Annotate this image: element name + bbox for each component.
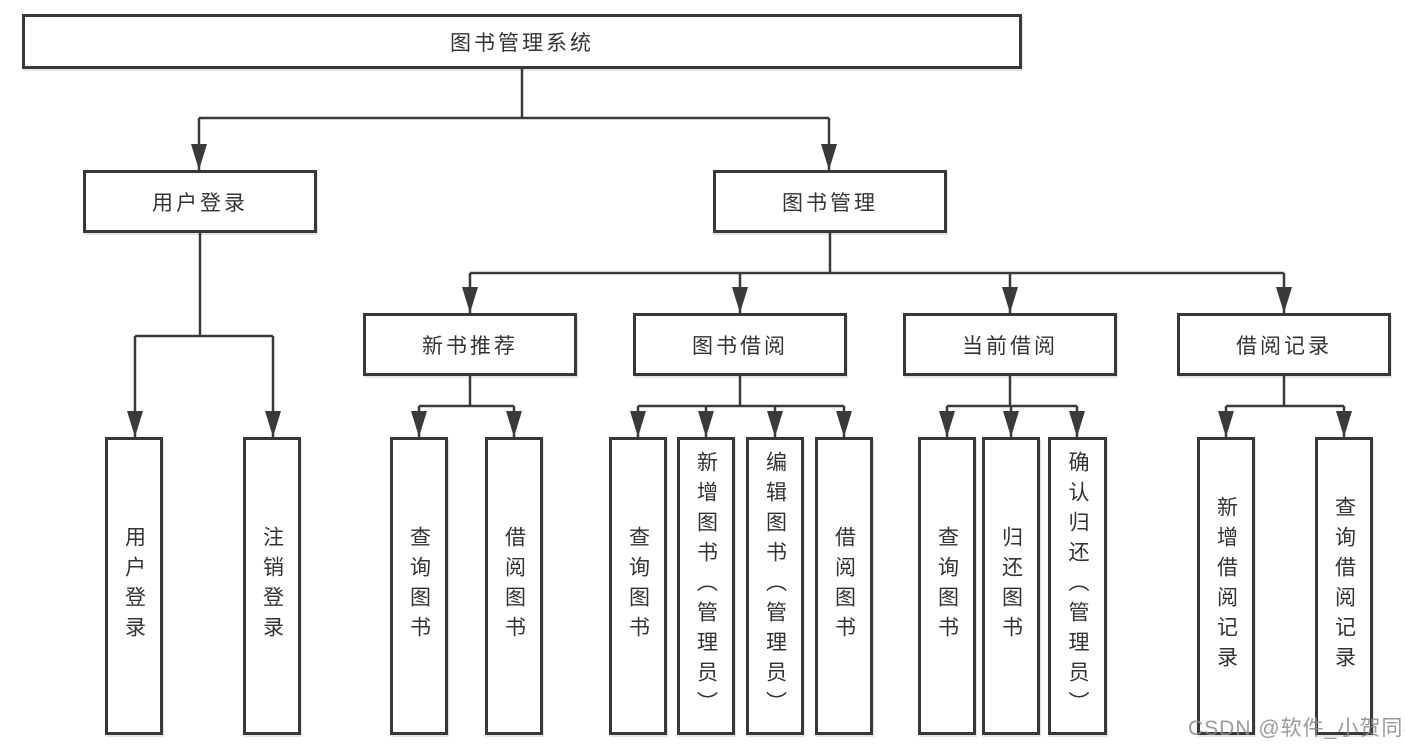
connector-root-to-level2: [191, 69, 837, 170]
node-user-login: 用户登录: [83, 170, 317, 233]
node-recommend-query-book: 查询图书: [390, 437, 448, 735]
node-new-book-recommend-label: 新书推荐: [422, 334, 518, 358]
connector-user-login-children: [127, 233, 281, 437]
node-borrow-records-label: 借阅记录: [1236, 334, 1332, 358]
node-recommend-borrow-book-label: 借阅图书: [502, 526, 526, 646]
connector-records-children: [1218, 376, 1352, 437]
node-current-query-book: 查询图书: [918, 437, 976, 735]
node-current-return-book: 归还图书: [982, 437, 1040, 735]
node-book-borrow-label: 图书借阅: [692, 334, 788, 358]
node-borrow-add-book-admin: 新增图书（管理员）: [677, 437, 735, 735]
node-book-management: 图书管理: [713, 170, 947, 233]
node-borrow-records: 借阅记录: [1177, 313, 1391, 376]
node-new-book-recommend: 新书推荐: [363, 313, 577, 376]
node-records-query-record-label: 查询借阅记录: [1332, 496, 1356, 676]
node-book-borrow: 图书借阅: [633, 313, 847, 376]
node-borrow-query-book-label: 查询图书: [626, 526, 650, 646]
node-logout: 注销登录: [243, 437, 301, 735]
node-login-label: 用户登录: [122, 526, 146, 646]
node-user-login-label: 用户登录: [152, 191, 248, 215]
node-borrow-borrow-book-label: 借阅图书: [832, 526, 856, 646]
node-current-return-book-label: 归还图书: [999, 526, 1023, 646]
connector-borrow-children: [630, 376, 852, 437]
node-current-query-book-label: 查询图书: [935, 526, 959, 646]
node-current-confirm-return-admin-label: 确认归还（管理员）: [1066, 451, 1089, 721]
node-recommend-borrow-book: 借阅图书: [485, 437, 543, 735]
csdn-watermark: CSDN @软件_小贺同学: [1188, 717, 1405, 740]
connector-recommend-children: [411, 376, 522, 437]
node-root: 图书管理系统: [22, 14, 1022, 69]
connector-book-management-children: [462, 233, 1292, 313]
node-borrow-edit-book-admin-label: 编辑图书（管理员）: [763, 451, 787, 721]
node-records-query-record: 查询借阅记录: [1315, 437, 1373, 735]
node-current-borrow: 当前借阅: [903, 313, 1117, 376]
node-borrow-edit-book-admin: 编辑图书（管理员）: [746, 437, 804, 735]
node-records-add-record-label: 新增借阅记录: [1214, 496, 1238, 676]
node-recommend-query-book-label: 查询图书: [407, 526, 431, 646]
node-current-borrow-label: 当前借阅: [962, 334, 1058, 358]
node-borrow-add-book-admin-label: 新增图书（管理员）: [694, 451, 718, 721]
node-borrow-borrow-book: 借阅图书: [815, 437, 873, 735]
node-borrow-query-book: 查询图书: [609, 437, 667, 735]
node-book-management-label: 图书管理: [782, 191, 878, 215]
node-logout-label: 注销登录: [260, 526, 284, 646]
connector-current-children: [939, 376, 1085, 437]
node-records-add-record: 新增借阅记录: [1197, 437, 1255, 735]
node-current-confirm-return-admin: 确认归还（管理员）: [1048, 437, 1107, 735]
node-login: 用户登录: [105, 437, 163, 735]
node-root-label: 图书管理系统: [450, 31, 594, 55]
